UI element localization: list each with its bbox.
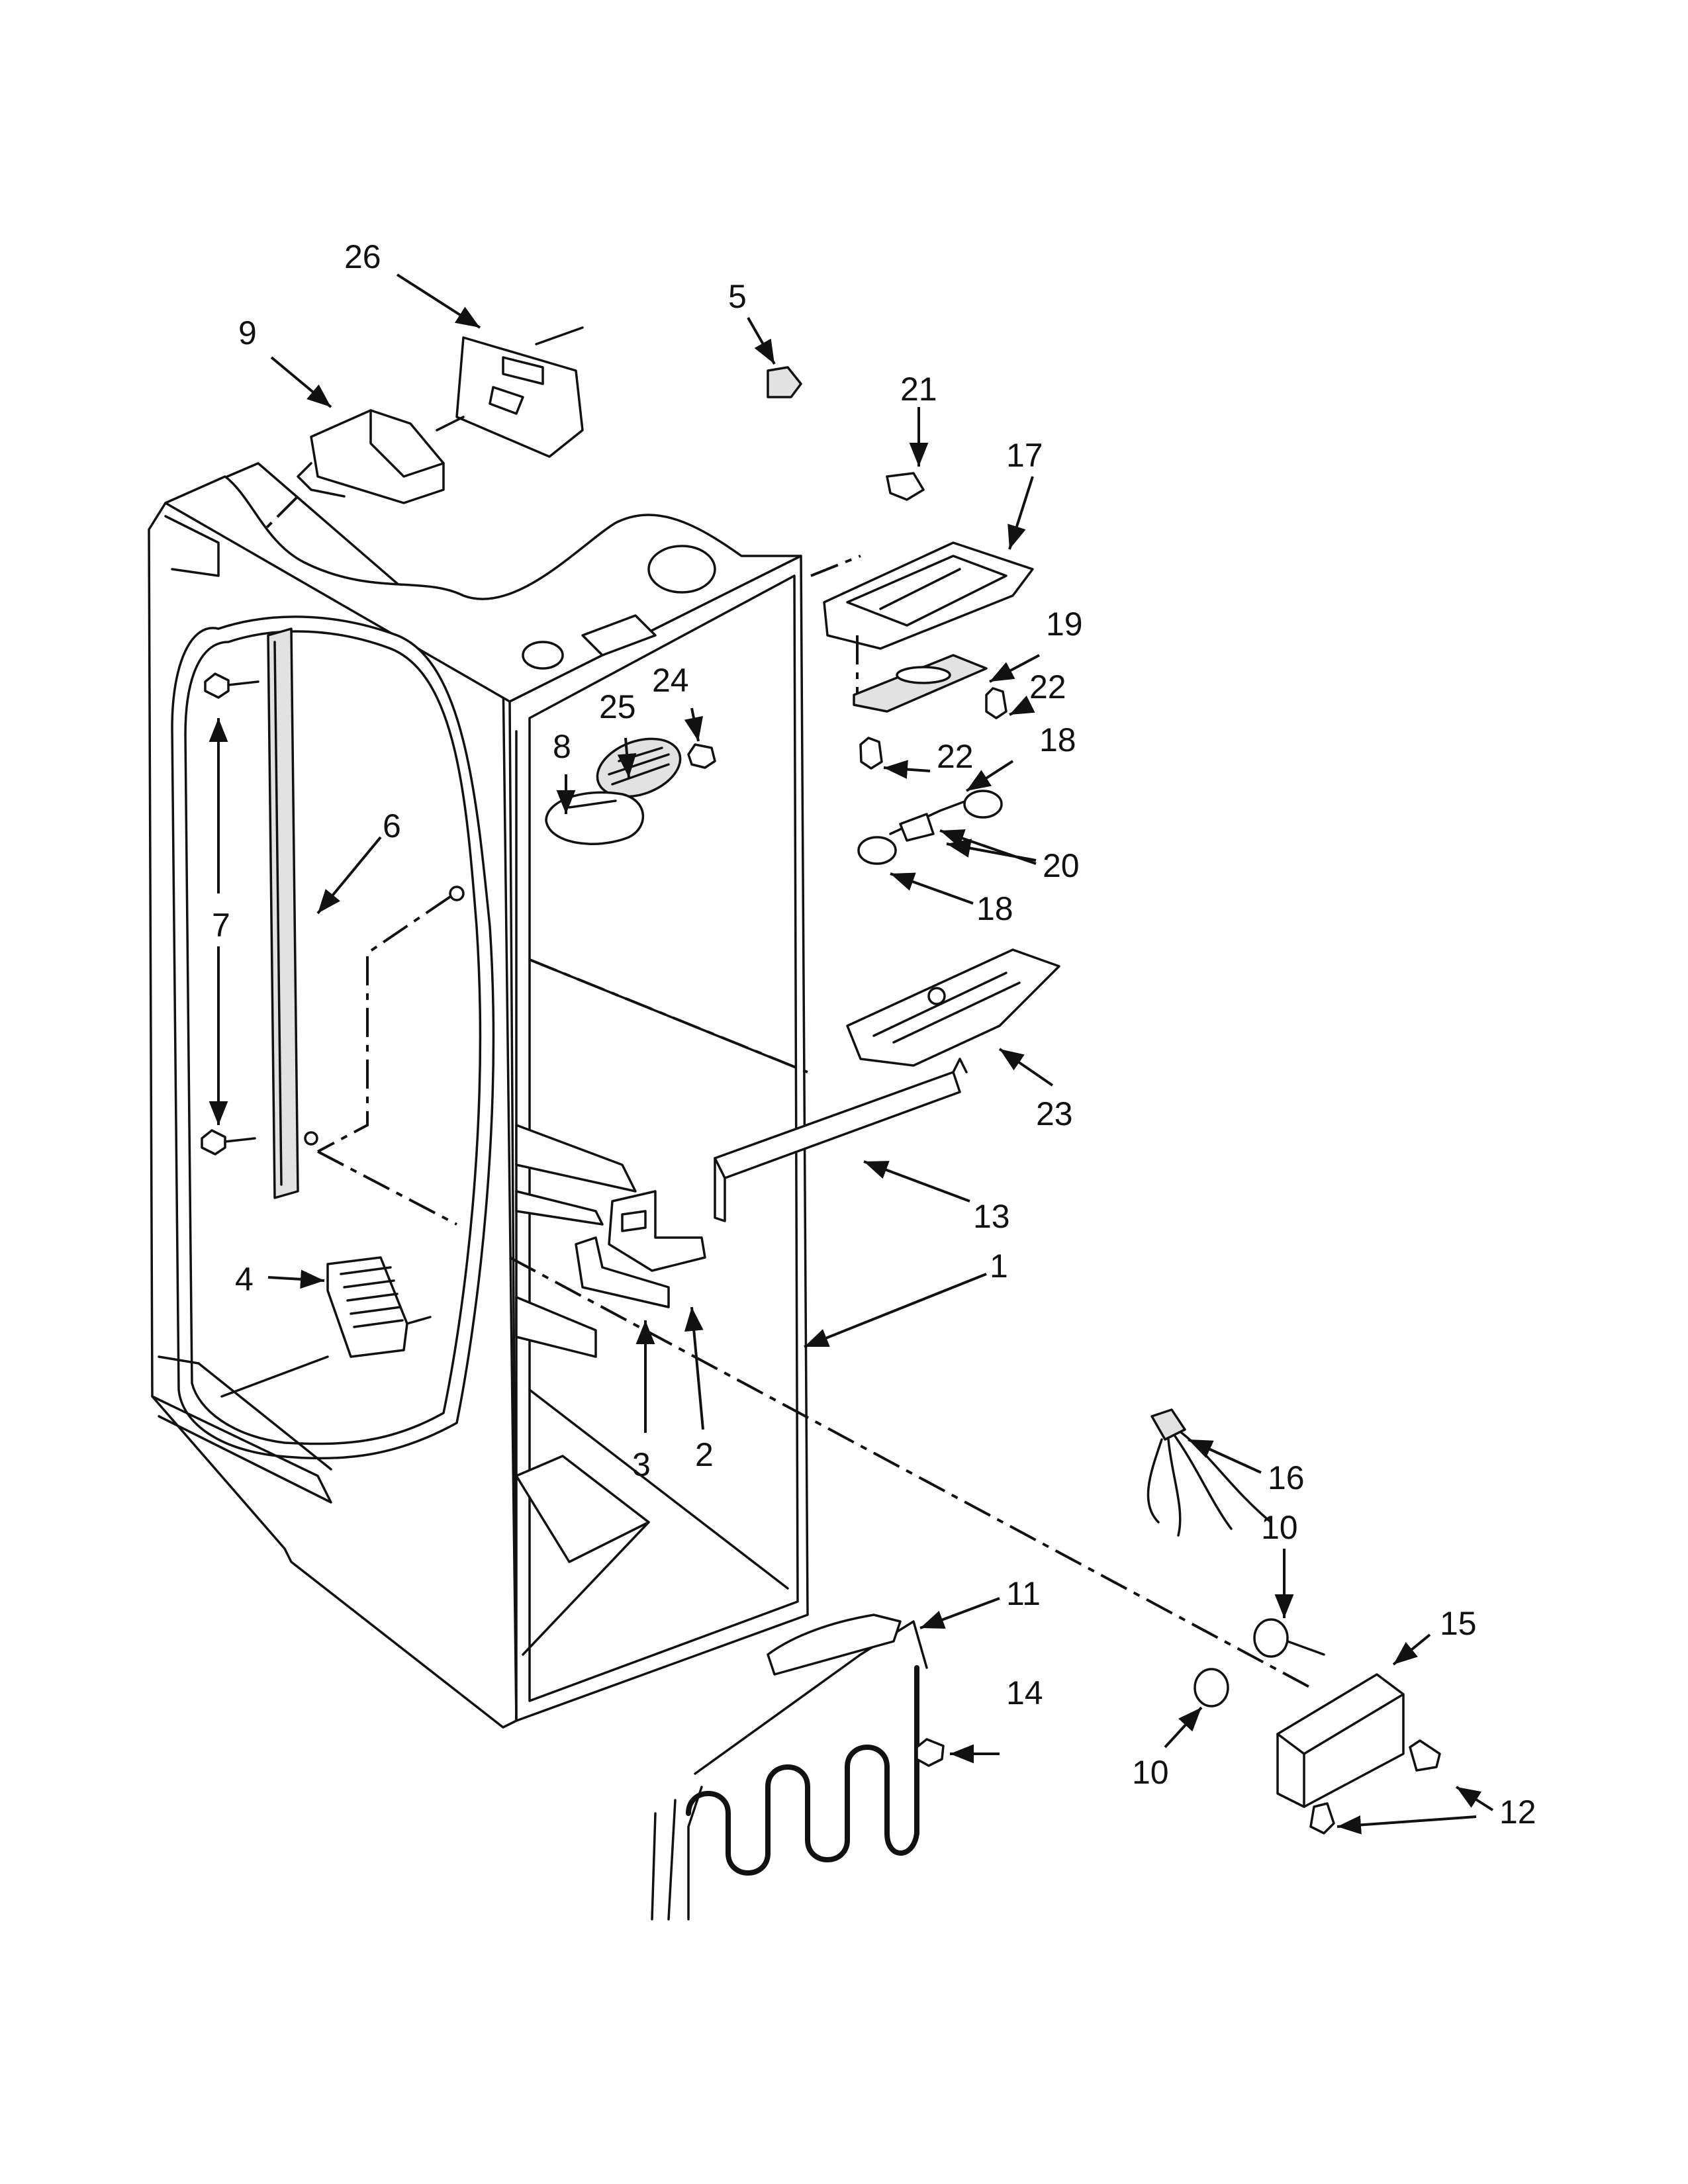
- switch-clip: [767, 366, 802, 398]
- callout-21: 21: [900, 371, 937, 408]
- lamp-socket-clip: [886, 472, 925, 501]
- callout-8: 8: [553, 728, 571, 765]
- drawer-slide-cover: [575, 1236, 670, 1308]
- light-lens: [853, 654, 988, 713]
- shelf-rail: [267, 627, 299, 1199]
- light-housing: [810, 541, 1034, 695]
- callout-4: 4: [235, 1261, 254, 1298]
- callout-1: 1: [990, 1248, 1008, 1285]
- coil-screw: [915, 1738, 945, 1767]
- leader-lines: [209, 273, 1494, 1835]
- callout-11: 11: [1006, 1575, 1041, 1612]
- callout-24: 24: [652, 662, 689, 699]
- callout-2: 2: [695, 1436, 714, 1473]
- trough-screws: [1309, 1739, 1441, 1835]
- callout-10b: 10: [1132, 1754, 1169, 1791]
- callout-23: 23: [1036, 1095, 1073, 1132]
- callout-22b: 22: [937, 738, 974, 775]
- light-shield: [846, 948, 1060, 1067]
- control-knob-housing: [545, 791, 645, 845]
- wire-harness: [1147, 1408, 1272, 1537]
- evaporator-coil: [651, 1614, 928, 1921]
- drawer-slide-bracket: [608, 1190, 706, 1272]
- air-vent: [220, 1256, 432, 1398]
- callout-25: 25: [599, 688, 636, 725]
- housing-screws: [859, 687, 1008, 770]
- crisper-cover-support: [529, 958, 968, 1222]
- callout-13: 13: [973, 1198, 1010, 1235]
- control-module: [263, 409, 445, 531]
- callout-20: 20: [1043, 847, 1080, 884]
- callout-5: 5: [728, 278, 747, 315]
- callout-6: 6: [383, 807, 401, 844]
- callout-3: 3: [632, 1446, 651, 1483]
- grille-screw: [687, 743, 716, 769]
- drain-trough: [1276, 1673, 1405, 1808]
- module-bracket: [436, 326, 584, 458]
- callout-12: 12: [1499, 1794, 1536, 1831]
- callout-16: 16: [1268, 1459, 1305, 1496]
- rail-screws: [201, 672, 259, 1156]
- callout-15: 15: [1440, 1605, 1477, 1642]
- grommets: [1194, 1618, 1325, 1707]
- callout-18a: 18: [1039, 721, 1076, 758]
- lamp-assembly: [857, 790, 1003, 865]
- callout-17: 17: [1006, 437, 1043, 474]
- callout-14: 14: [1006, 1674, 1043, 1711]
- callout-26: 26: [344, 238, 381, 275]
- callout-labels: 1 2 3 4 5 6 7 8 9 10 10 11 12 13 14 15 1…: [212, 238, 1536, 1831]
- callout-19: 19: [1046, 606, 1083, 643]
- callout-10a: 10: [1261, 1509, 1298, 1546]
- callout-22a: 22: [1029, 668, 1066, 705]
- refrigerator-liner: [148, 462, 809, 1729]
- callout-9: 9: [238, 314, 257, 351]
- callout-18b: 18: [976, 890, 1013, 927]
- callout-7: 7: [212, 907, 230, 944]
